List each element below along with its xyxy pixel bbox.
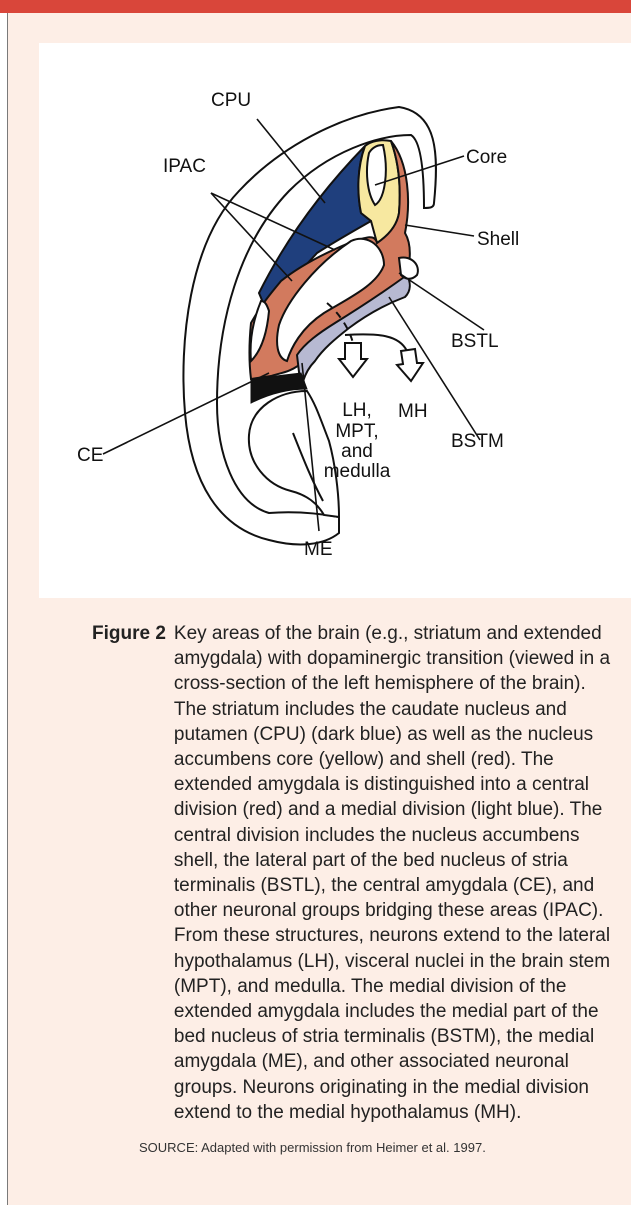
- caption-text: Key areas of the brain (e.g., striatum a…: [174, 621, 612, 1125]
- figure-diagram-box: CPU IPAC Core Shell BSTL BSTM CE ME MH L…: [39, 43, 631, 598]
- source-credit: SOURCE: Adapted with permission from Hei…: [139, 1140, 486, 1155]
- label-core: Core: [466, 147, 507, 168]
- label-shell: Shell: [477, 229, 519, 250]
- label-ipac: IPAC: [163, 156, 206, 177]
- accent-bar: [0, 0, 631, 13]
- label-ce: CE: [77, 445, 103, 466]
- label-cpu: CPU: [211, 90, 251, 111]
- label-mh: MH: [398, 401, 428, 422]
- label-lh-line3: and: [341, 441, 373, 462]
- label-lh-line1: LH,: [342, 400, 372, 421]
- figure-caption: Figure 2 Key areas of the brain (e.g., s…: [92, 621, 612, 1125]
- brain-diagram: CPU IPAC Core Shell BSTL BSTM CE ME MH L…: [39, 43, 631, 598]
- label-bstm: BSTM: [451, 431, 504, 452]
- label-lh-line2: MPT,: [335, 421, 378, 442]
- temporal-lobe-curl: [249, 391, 339, 517]
- label-bstl: BSTL: [451, 331, 499, 352]
- label-me: ME: [304, 539, 333, 560]
- label-lh-line4: medulla: [324, 461, 391, 482]
- caption-label: Figure 2: [92, 621, 166, 1125]
